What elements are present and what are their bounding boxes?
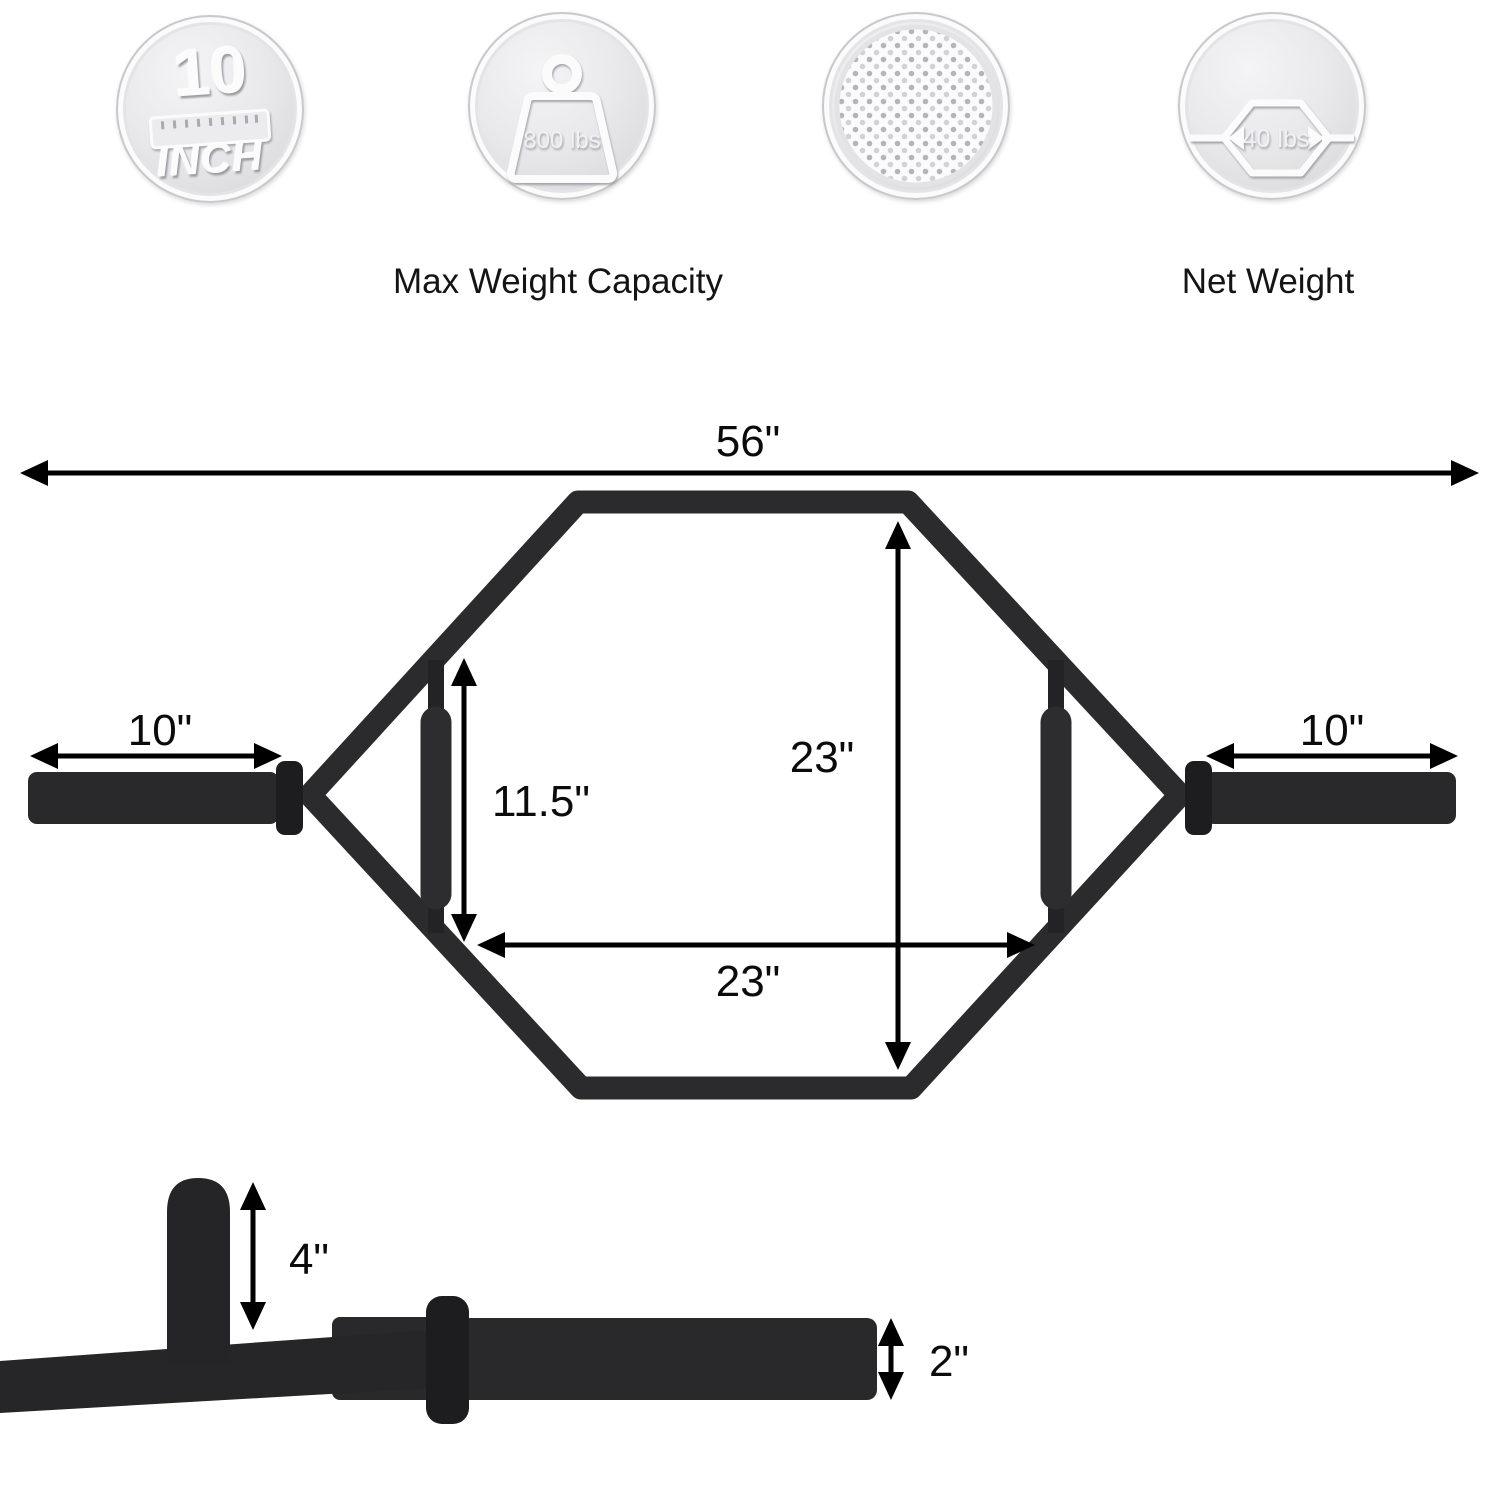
dim-sleeve-diameter-label: 2" [929, 1337, 969, 1386]
badge-10-inch: 10 INCH [116, 15, 304, 203]
dim-inner-height-head-bottom [885, 1042, 911, 1070]
dim-inner-width-label: 23" [716, 957, 781, 1006]
dim-handle-height-label: 4" [289, 1235, 329, 1284]
dim-left-sleeve-head-right [254, 743, 282, 769]
weight-icon: 800 lbs [506, 54, 618, 183]
dim-inner-width-head-right [1007, 932, 1035, 958]
hex-bar-side-view [0, 1178, 877, 1424]
right-collar [1185, 761, 1212, 835]
ruler-icon [148, 108, 272, 150]
right-sleeve [1205, 772, 1456, 824]
dim-right-sleeve-head-left [1206, 743, 1234, 769]
dim-handle-length-head-bottom [451, 914, 477, 942]
dim-total-length-head-right [1451, 460, 1479, 486]
hex-icon-left-arrow [1228, 126, 1244, 150]
badge-net-weight: 40 lbs [1178, 12, 1366, 200]
badge-net-weight-value: 40 lbs [1243, 125, 1310, 153]
weight-body [506, 92, 618, 183]
ruler-body [148, 108, 272, 150]
left-sleeve [28, 772, 279, 824]
side-raised-handle [167, 1178, 230, 1365]
dim-left-sleeve-label: 10" [128, 706, 193, 755]
dim-total-length-label: 56" [716, 417, 781, 466]
left-collar [276, 761, 303, 835]
hex-bar-top-view [28, 490, 1456, 1100]
hex-bar-weight-icon: 40 lbs [1190, 99, 1354, 177]
knurl-face [837, 27, 995, 185]
weight-ring [542, 54, 582, 94]
badge-max-weight: 800 lbs [468, 12, 656, 200]
max-weight-caption: Max Weight Capacity [392, 262, 724, 301]
dimension-annotations: 56" 10" 10" 23" 11.5" 23" [20, 417, 1479, 1400]
dim-handle-length-head-top [451, 658, 477, 686]
dim-sleeve-diameter-head-top [878, 1318, 904, 1346]
dim-right-sleeve-head-right [1430, 743, 1458, 769]
dim-inner-height-head-top [885, 521, 911, 549]
badge-knurl-texture [822, 12, 1010, 200]
net-weight-caption: Net Weight [1181, 262, 1355, 301]
hex-icon-outline [1220, 99, 1333, 177]
dim-handle-height-head-bottom [240, 1302, 266, 1330]
dim-right-sleeve-label: 10" [1300, 706, 1365, 755]
knurl-pattern-icon [834, 24, 998, 188]
dim-sleeve-diameter-head-bottom [878, 1372, 904, 1400]
dim-left-sleeve-head-left [30, 743, 58, 769]
side-sleeve [460, 1318, 877, 1400]
badge-max-weight-value: 800 lbs [523, 127, 600, 154]
side-main-bar [0, 1331, 448, 1413]
dim-handle-length-label: 11.5" [492, 777, 590, 826]
side-collar [426, 1296, 469, 1424]
dim-handle-height-head-top [240, 1182, 266, 1210]
knurl-rim [834, 24, 998, 188]
dim-inner-width-head-left [477, 932, 505, 958]
ruler-ticks [160, 114, 259, 130]
dim-inner-height-label: 23" [790, 733, 855, 782]
dim-total-length-head-left [20, 460, 48, 486]
hex-icon-right-arrow [1308, 126, 1324, 150]
hex-frame [298, 490, 1192, 1100]
